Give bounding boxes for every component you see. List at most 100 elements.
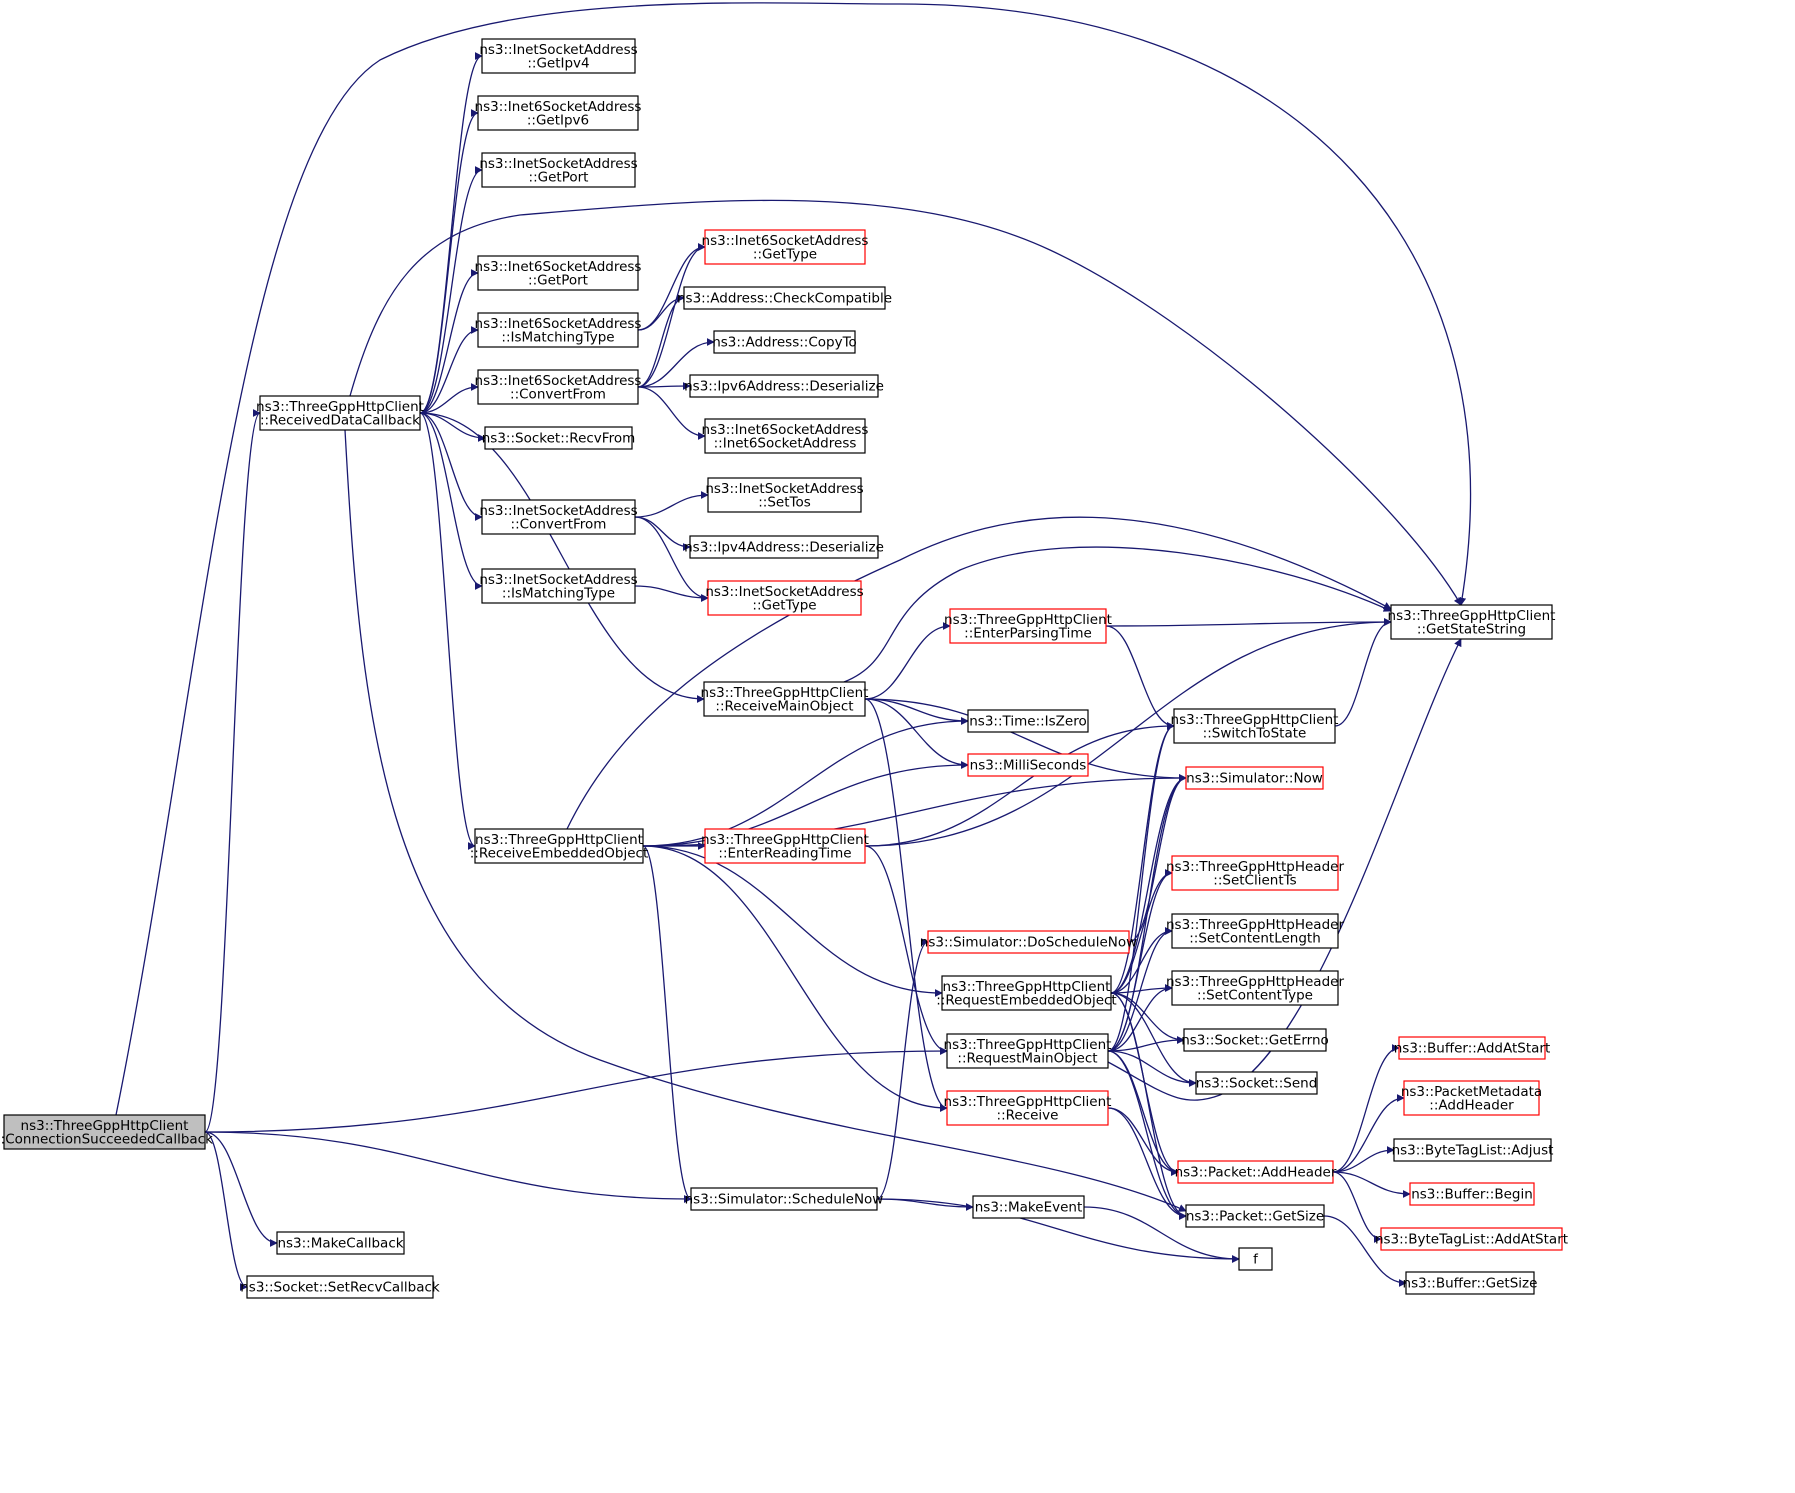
node-set-client-ts[interactable]: ns3::ThreeGppHttpHeader::SetClientTs (1166, 855, 1344, 891)
node-label: ns3::Buffer::GetSize (1403, 1276, 1538, 1292)
edge-receive-embedded-to-get-state-string (566, 516, 1392, 830)
node-socket-recvfrom[interactable]: ns3::Socket::RecvFrom (482, 426, 636, 450)
edge-packet-addheader-to-buffer-begin (1332, 1171, 1411, 1198)
node-addr-checkcompat[interactable]: ns3::Address::CheckCompatible (677, 286, 892, 310)
node-label: ns3::Inet6SocketAddress (475, 373, 642, 389)
node-request-embedded[interactable]: ns3::ThreeGppHttpClient::RequestEmbedded… (936, 975, 1117, 1011)
node-label: ::ConvertFrom (511, 516, 607, 532)
node-client-receive[interactable]: ns3::ThreeGppHttpClient::Receive (944, 1090, 1112, 1126)
node-box (1171, 970, 1339, 1006)
node-buffer-getsize[interactable]: ns3::Buffer::GetSize (1403, 1271, 1538, 1295)
node-make-event[interactable]: ns3::MakeEvent (972, 1195, 1085, 1219)
node-milliseconds[interactable]: ns3::MilliSeconds (967, 753, 1089, 777)
node-receive-main[interactable]: ns3::ThreeGppHttpClient::ReceiveMainObje… (701, 681, 869, 717)
node-label: ns3::ByteTagList::Adjust (1392, 1143, 1554, 1159)
node-enter-parsing[interactable]: ns3::ThreeGppHttpClient::EnterParsingTim… (944, 608, 1112, 644)
node-inet-settos[interactable]: ns3::InetSocketAddress::SetTos (705, 477, 864, 513)
edge-packet-addheader-to-pktmeta-addheader (1332, 1094, 1405, 1173)
node-sim-schedulenow[interactable]: ns3::Simulator::ScheduleNow (685, 1187, 884, 1211)
node-received-data[interactable]: ns3::ThreeGppHttpClient::ReceivedDataCal… (256, 395, 424, 431)
node-box (1195, 1071, 1318, 1095)
edge-receive-embedded-to-request-embedded (642, 845, 943, 997)
node-box (1409, 1182, 1535, 1206)
node-bytetag-addatstart[interactable]: ns3::ByteTagList::AddAtStart (1375, 1227, 1568, 1251)
node-label: ::ReceivedDataCallback (260, 412, 420, 428)
node-label: ns3::Ipv4Address::Deserialize (684, 540, 884, 556)
node-make-callback[interactable]: ns3::MakeCallback (276, 1231, 405, 1255)
edge-request-main-to-socket-send (1107, 1050, 1197, 1087)
node-socket-setrecvcb[interactable]: ns3::Socket::SetRecvCallback (240, 1275, 440, 1299)
edge-inet-convertfrom-to-ipv4-deserialize (634, 516, 691, 551)
node-packet-getsize[interactable]: ns3::Packet::GetSize (1185, 1204, 1325, 1228)
node-ipv4-deserialize[interactable]: ns3::Ipv4Address::Deserialize (684, 535, 884, 559)
node-label: ns3::Socket::SetRecvCallback (240, 1280, 440, 1296)
node-get-state-string[interactable]: ns3::ThreeGppHttpClient::GetStateString (1388, 604, 1556, 640)
node-box (481, 38, 636, 74)
node-pktmeta-addheader[interactable]: ns3::PacketMetadata::AddHeader (1401, 1080, 1542, 1116)
node-label: ns3::Socket::Send (1196, 1076, 1318, 1092)
node-ipv6-deserialize[interactable]: ns3::Ipv6Address::Deserialize (684, 374, 884, 398)
node-box (259, 395, 421, 431)
node-box (713, 330, 856, 354)
node-socket-geterrno[interactable]: ns3::Socket::GetErrno (1181, 1028, 1329, 1052)
node-inet6-ctor[interactable]: ns3::Inet6SocketAddress::Inet6SocketAddr… (702, 418, 869, 454)
edge-receive-main-to-enter-parsing (864, 622, 951, 700)
node-set-content-type[interactable]: ns3::ThreeGppHttpHeader::SetContentType (1166, 970, 1344, 1006)
node-inet6-convertfrom[interactable]: ns3::Inet6SocketAddress::ConvertFrom (475, 369, 642, 405)
node-inet6-gettype[interactable]: ns3::Inet6SocketAddress::GetType (702, 229, 869, 265)
node-label: ns3::ThreeGppHttpHeader (1166, 974, 1344, 990)
node-inet6-ismatching[interactable]: ns3::Inet6SocketAddress::IsMatchingType (475, 312, 642, 348)
node-inet-getipv4[interactable]: ns3::InetSocketAddress::GetIpv4 (479, 38, 638, 74)
node-inet-convertfrom[interactable]: ns3::InetSocketAddress::ConvertFrom (479, 499, 638, 535)
node-bytetag-adjust[interactable]: ns3::ByteTagList::Adjust (1392, 1138, 1554, 1162)
node-inet6-getport[interactable]: ns3::Inet6SocketAddress::GetPort (475, 255, 642, 291)
node-buffer-addatstart[interactable]: ns3::Buffer::AddAtStart (1394, 1036, 1551, 1060)
node-label: ns3::ThreeGppHttpClient (701, 685, 869, 701)
node-label: ns3::Inet6SocketAddress (702, 422, 869, 438)
node-box (704, 229, 866, 265)
node-enter-reading[interactable]: ns3::ThreeGppHttpClient::EnterReadingTim… (701, 828, 869, 864)
edge-enter-reading-to-get-state-string (864, 618, 1392, 847)
node-label: ::GetType (753, 246, 817, 262)
node-request-main[interactable]: ns3::ThreeGppHttpClient::RequestMainObje… (944, 1033, 1112, 1069)
node-box (1177, 1160, 1334, 1184)
edge-request-main-to-set-content-length (1107, 927, 1173, 1052)
node-packet-addheader[interactable]: ns3::Packet::AddHeader (1175, 1160, 1337, 1184)
edge-sim-schedulenow-to-make-event (876, 1198, 974, 1211)
node-label: ::SetClientTs (1213, 872, 1296, 888)
node-sim-doschedulenow[interactable]: ns3::Simulator::DoScheduleNow (920, 930, 1137, 954)
node-inet-gettype[interactable]: ns3::InetSocketAddress::GetType (705, 580, 864, 616)
node-sim-now[interactable]: ns3::Simulator::Now (1185, 766, 1324, 790)
node-box (690, 1187, 878, 1211)
node-time-iszero[interactable]: ns3::Time::IsZero (967, 709, 1089, 733)
node-label: ns3::Simulator::DoScheduleNow (920, 935, 1137, 951)
node-box (927, 930, 1130, 954)
node-box (972, 1195, 1085, 1219)
node-inet-getport[interactable]: ns3::InetSocketAddress::GetPort (479, 152, 638, 188)
node-switch-state[interactable]: ns3::ThreeGppHttpClient::SwitchToState (1171, 708, 1339, 744)
node-box (683, 286, 886, 310)
node-box (477, 369, 639, 405)
node-inet6-getipv6[interactable]: ns3::Inet6SocketAddress::GetIpv6 (475, 95, 642, 131)
edge-packet-addheader-to-bytetag-addatstart (1332, 1171, 1382, 1243)
node-conn-succeeded[interactable]: ns3::ThreeGppHttpClient::ConnectionSucce… (0, 1114, 213, 1150)
node-receive-embedded[interactable]: ns3::ThreeGppHttpClient::ReceiveEmbedded… (470, 828, 649, 864)
node-socket-send[interactable]: ns3::Socket::Send (1195, 1071, 1318, 1095)
edge-conn-succeeded-to-socket-setrecvcb (204, 1131, 248, 1291)
node-addr-copyto[interactable]: ns3::Address::CopyTo (712, 330, 857, 354)
edge-switch-state-to-get-state-string (1334, 618, 1392, 727)
node-label: ns3::Address::CheckCompatible (677, 291, 892, 307)
edge-received-data-to-socket-recvfrom (419, 412, 486, 442)
node-f[interactable]: f (1238, 1247, 1273, 1271)
node-label: ::RequestMainObject (957, 1050, 1097, 1066)
node-label: ns3::InetSocketAddress (705, 584, 863, 600)
node-box (967, 753, 1089, 777)
edge-inet-convertfrom-to-inet-settos (634, 491, 709, 518)
node-box (707, 477, 862, 513)
node-box (477, 255, 639, 291)
node-set-content-length[interactable]: ns3::ThreeGppHttpHeader::SetContentLengt… (1166, 913, 1344, 949)
node-inet-ismatching[interactable]: ns3::InetSocketAddress::IsMatchingType (479, 568, 638, 604)
node-buffer-begin[interactable]: ns3::Buffer::Begin (1409, 1182, 1535, 1206)
node-label: ns3::Address::CopyTo (712, 335, 857, 351)
node-box (1380, 1227, 1563, 1251)
